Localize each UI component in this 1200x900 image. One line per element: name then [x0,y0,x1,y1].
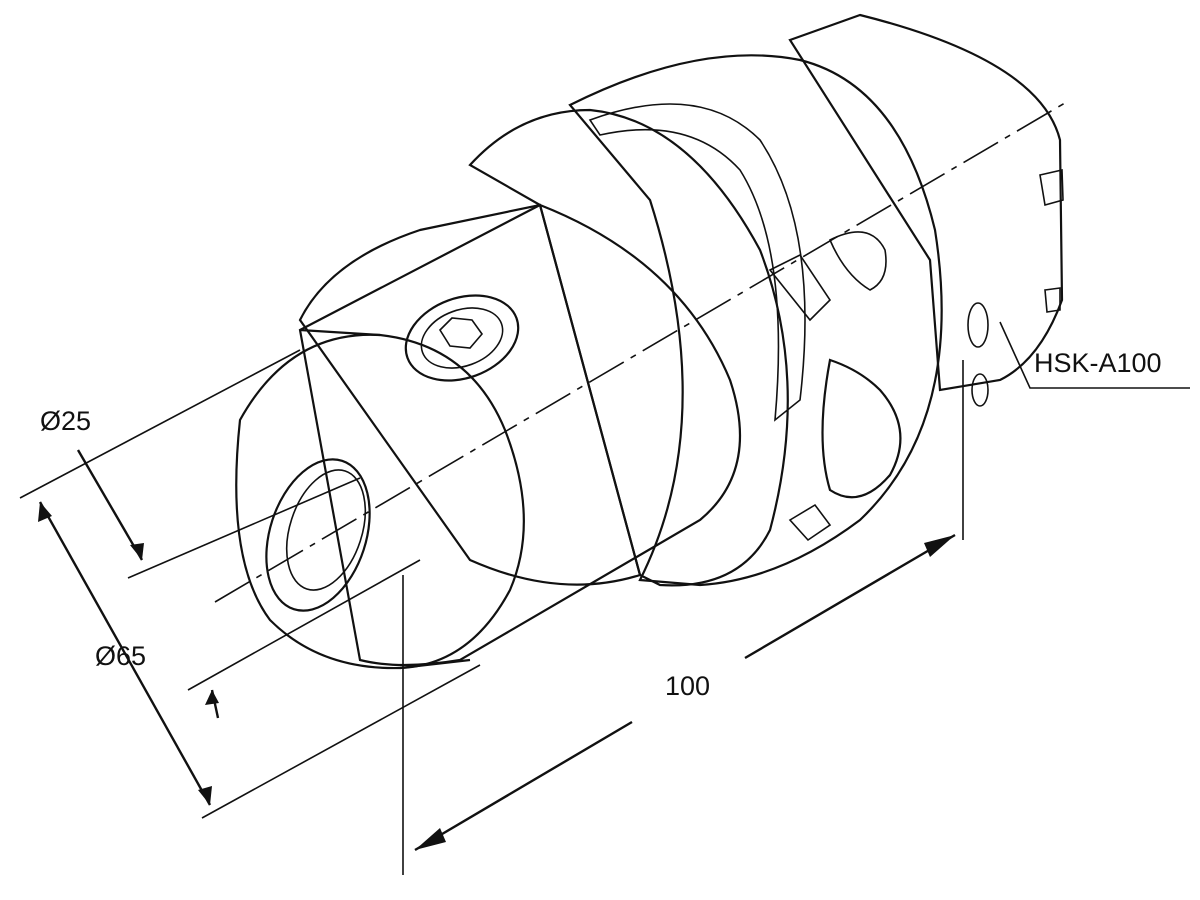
drive-slot-icon [1039,169,1064,207]
nose-cylinder [235,203,742,670]
dimension-bore [76,449,421,719]
body-diameter-label: Ø65 [95,641,146,671]
bore-diameter-label: Ø25 [40,406,91,436]
key-notch-lower [788,503,832,542]
dimension-length [402,360,964,875]
interface-label: HSK-A100 [1034,348,1162,378]
clamping-screw-icon [404,294,520,382]
flange [568,54,989,587]
centre-line [214,99,1071,603]
length-label: 100 [665,671,710,701]
hsk-shank [788,13,1064,392]
pocket-lower [821,358,902,499]
pocket-upper [828,231,887,291]
dimension-body [19,349,481,819]
main-body [298,108,789,587]
key-notch-upper [768,253,832,322]
interface-leader [999,321,1190,389]
bore-icon [265,458,371,612]
